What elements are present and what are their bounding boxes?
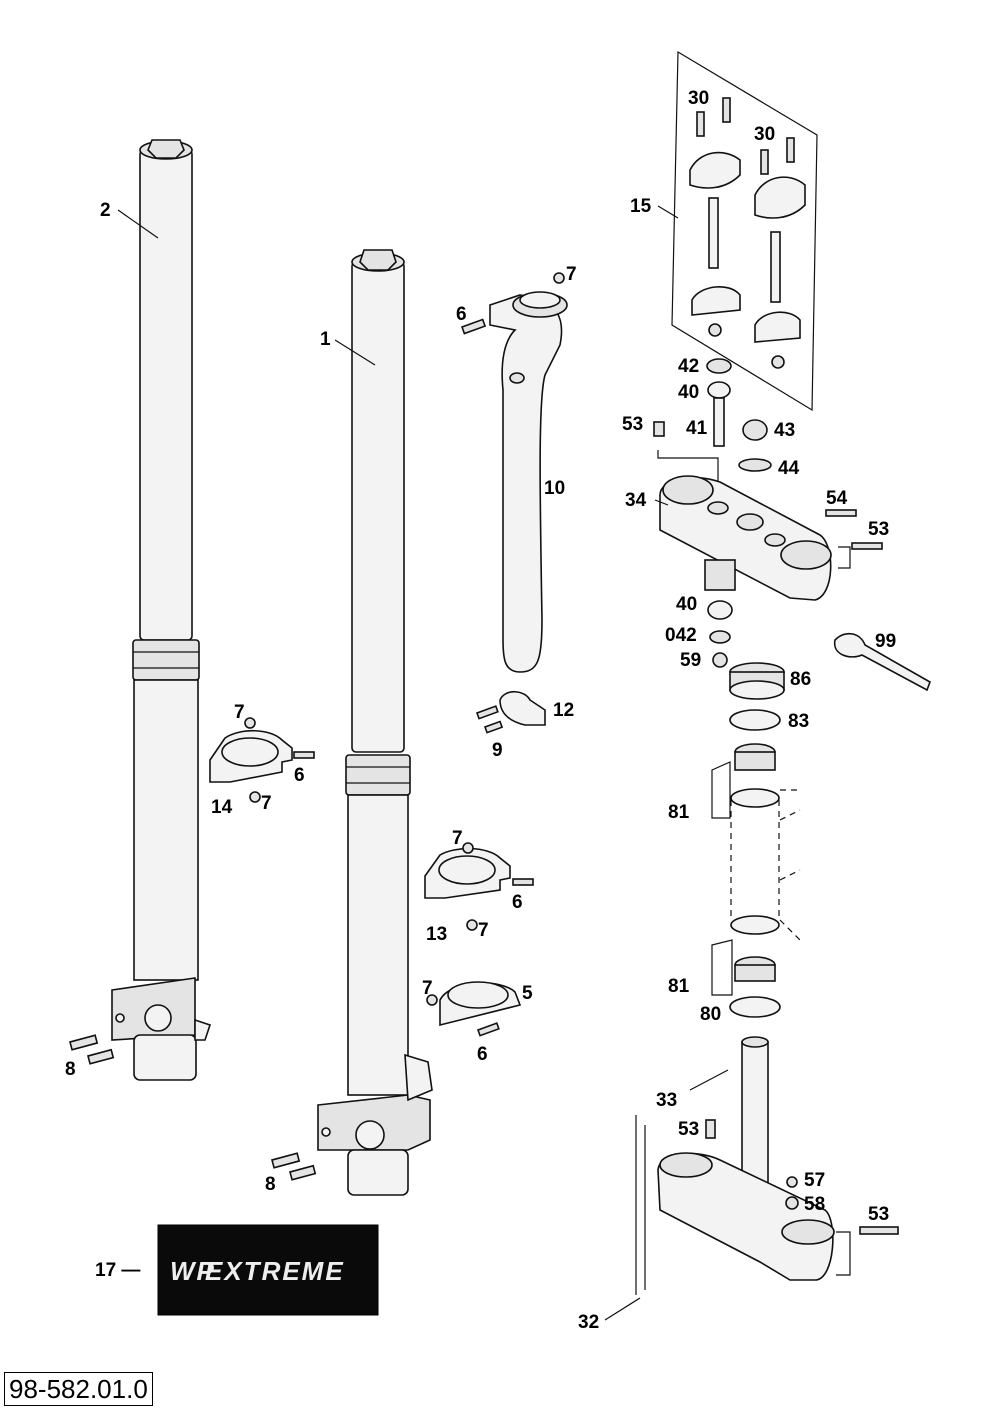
label-17: 17 — xyxy=(95,1260,140,1281)
label-41: 41 xyxy=(686,418,708,439)
brake-guide-10 xyxy=(489,291,568,673)
label-042: 042 xyxy=(665,625,697,646)
label-32: 32 xyxy=(578,1312,599,1333)
label-7: 7 xyxy=(452,828,463,849)
label-7: 7 xyxy=(234,702,245,723)
label-6: 6 xyxy=(456,304,467,325)
label-40: 40 xyxy=(676,594,697,615)
label-2: 2 xyxy=(100,200,111,221)
label-53: 53 xyxy=(678,1119,699,1140)
clamp-12 xyxy=(499,690,546,726)
small-hardware xyxy=(69,272,565,1181)
label-42: 42 xyxy=(678,356,699,377)
label-8: 8 xyxy=(265,1174,276,1195)
label-40: 40 xyxy=(678,382,699,403)
label-81: 81 xyxy=(668,976,690,997)
steering-upper-parts xyxy=(653,358,772,485)
label-6: 6 xyxy=(294,765,305,786)
label-10: 10 xyxy=(544,478,565,499)
label-86: 86 xyxy=(790,669,811,690)
label-12: 12 xyxy=(553,700,574,721)
fork-leg-1 xyxy=(317,249,433,1196)
label-81: 81 xyxy=(668,802,690,823)
label-33: 33 xyxy=(656,1090,677,1111)
leader-lines xyxy=(117,205,729,1321)
label-34: 34 xyxy=(625,490,647,511)
label-7: 7 xyxy=(422,978,433,999)
clamp-5 xyxy=(439,981,522,1027)
label-7: 7 xyxy=(261,793,272,814)
clamp-14 xyxy=(209,729,293,783)
label-83: 83 xyxy=(788,711,809,732)
label-7: 7 xyxy=(478,920,489,941)
label-80: 80 xyxy=(700,1004,721,1025)
label-53: 53 xyxy=(622,414,643,435)
label-59: 59 xyxy=(680,650,701,671)
label-5: 5 xyxy=(522,983,533,1004)
label-30: 30 xyxy=(754,124,775,145)
label-44: 44 xyxy=(778,458,800,479)
label-13: 13 xyxy=(426,924,447,945)
clamp-13 xyxy=(424,847,511,899)
label-58: 58 xyxy=(804,1194,825,1215)
steering-bearing-parts xyxy=(707,600,931,1018)
decal-brand: WP xyxy=(170,1256,216,1286)
label-99: 99 xyxy=(875,631,896,652)
label-14: 14 xyxy=(211,797,233,818)
label-43: 43 xyxy=(774,420,795,441)
label-15: 15 xyxy=(630,196,652,217)
label-6: 6 xyxy=(512,892,523,913)
diagram-reference-number: 98-582.01.0 xyxy=(4,1372,153,1406)
label-57: 57 xyxy=(804,1170,825,1191)
upper-triple-clamp-34 xyxy=(659,475,883,601)
lower-triple-clamp-32 xyxy=(635,1036,899,1295)
label-53: 53 xyxy=(868,1204,889,1225)
label-9: 9 xyxy=(492,740,503,761)
label-54: 54 xyxy=(826,488,848,509)
decal-text: EXTREME xyxy=(205,1256,345,1286)
handlebar-clamp-kit-15 xyxy=(671,50,818,412)
label-1: 1 xyxy=(320,329,331,350)
label-53: 53 xyxy=(868,519,889,540)
label-8: 8 xyxy=(65,1059,76,1080)
label-7: 7 xyxy=(566,264,577,285)
label-30: 30 xyxy=(688,88,709,109)
callout-labels: 2 1 7 6 10 30 30 15 42 40 53 41 43 44 34… xyxy=(65,88,896,1333)
decal-17: WP EXTREME xyxy=(157,1224,379,1316)
fork-leg-2 xyxy=(111,139,212,1081)
label-6: 6 xyxy=(477,1044,488,1065)
